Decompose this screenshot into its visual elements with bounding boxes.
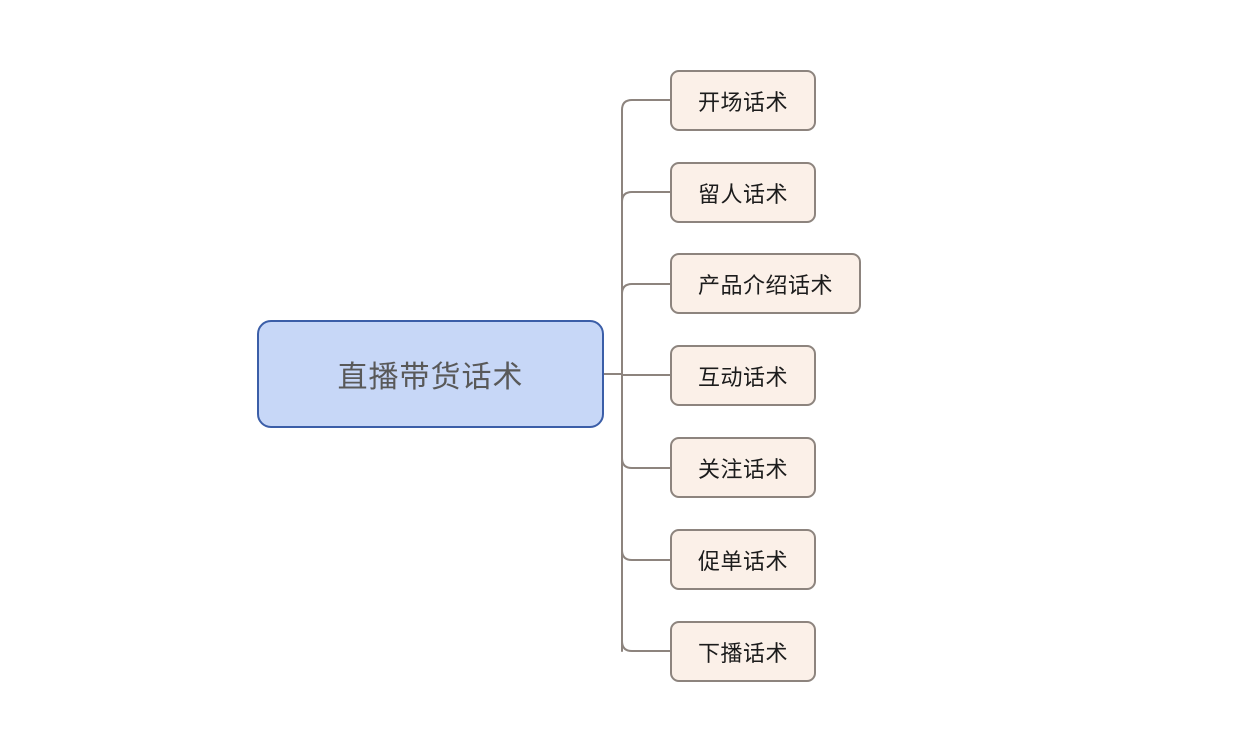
mindmap-child-node-6[interactable]: 促单话术 bbox=[670, 529, 817, 590]
mindmap-child-node-2[interactable]: 留人话术 bbox=[670, 162, 817, 223]
mindmap-child-node-5[interactable]: 关注话术 bbox=[670, 437, 817, 498]
connector-branch-7 bbox=[621, 640, 671, 652]
mindmap-child-node-3[interactable]: 产品介绍话术 bbox=[670, 253, 862, 314]
connector-branch-5 bbox=[621, 457, 671, 469]
child-node-label: 关注话术 bbox=[698, 456, 789, 482]
mindmap-child-node-1[interactable]: 开场话术 bbox=[670, 70, 817, 131]
connector-branch-3 bbox=[621, 283, 671, 295]
mindmap-root-node[interactable]: 直播带货话术 bbox=[257, 320, 604, 428]
child-node-label: 产品介绍话术 bbox=[698, 272, 834, 298]
child-node-label: 留人话术 bbox=[698, 181, 789, 207]
connector-branch-6 bbox=[621, 549, 671, 561]
child-node-label: 促单话术 bbox=[698, 548, 789, 574]
child-node-label: 开场话术 bbox=[698, 89, 789, 115]
child-node-label: 下播话术 bbox=[698, 640, 789, 666]
child-node-label: 互动话术 bbox=[698, 364, 789, 390]
root-node-label: 直播带货话术 bbox=[337, 361, 524, 394]
mindmap-child-node-4[interactable]: 互动话术 bbox=[670, 345, 817, 406]
connector-branch-2 bbox=[621, 191, 671, 203]
mindmap-child-node-7[interactable]: 下播话术 bbox=[670, 621, 817, 682]
connector-branch-1 bbox=[621, 99, 671, 111]
